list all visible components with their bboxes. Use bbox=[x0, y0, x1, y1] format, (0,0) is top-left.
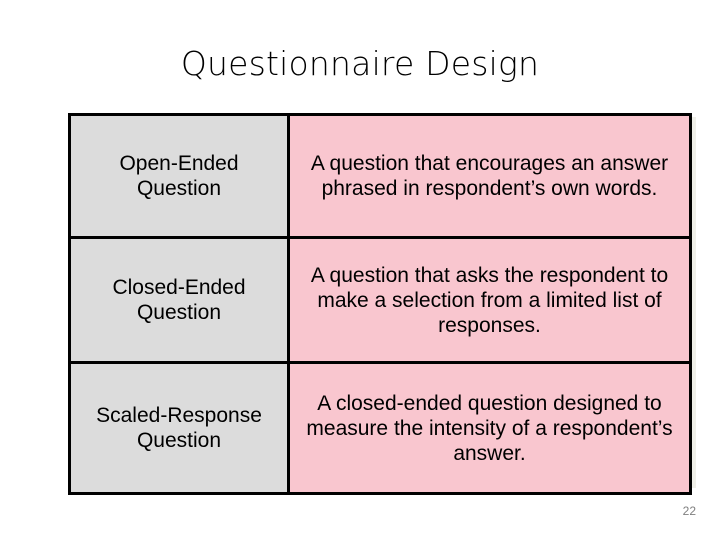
term-cell: Closed-Ended Question bbox=[69, 236, 290, 363]
term-cell: Scaled-Response Question bbox=[69, 361, 290, 494]
term-cell: Open-Ended Question bbox=[69, 114, 290, 238]
table-row: Scaled-Response Question A closed-ended … bbox=[69, 361, 691, 494]
table-row: Open-Ended Question A question that enco… bbox=[69, 114, 691, 238]
table-row: Closed-Ended Question A question that as… bbox=[69, 236, 691, 363]
description-cell: A closed-ended question designed to meas… bbox=[288, 361, 691, 494]
description-cell: A question that asks the respondent to m… bbox=[288, 236, 691, 363]
page-title: Questionnaire Design bbox=[180, 44, 540, 83]
description-cell: A question that encourages an answer phr… bbox=[288, 114, 691, 238]
definitions-table: Open-Ended Question A question that enco… bbox=[68, 113, 692, 495]
page-number: 22 bbox=[682, 504, 696, 518]
